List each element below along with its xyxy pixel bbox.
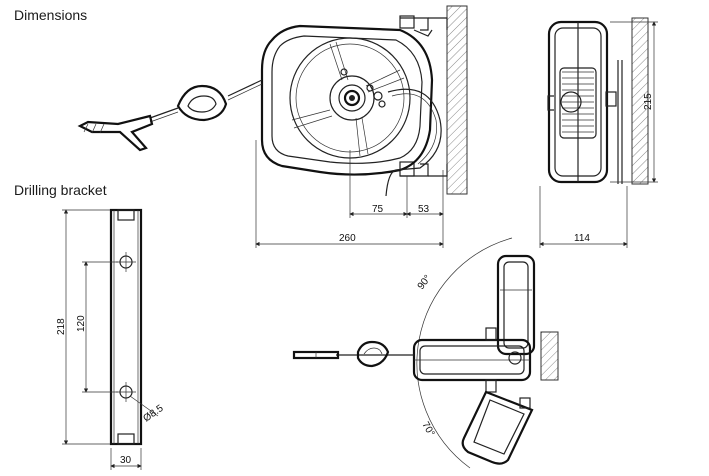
- reel-housing: [260, 24, 434, 176]
- side-view: 114 215: [539, 17, 658, 248]
- cable-clamp: [176, 84, 228, 122]
- dim-260: 260: [339, 233, 356, 244]
- dim-114: 114: [574, 233, 590, 244]
- alligator-clip: [77, 114, 154, 152]
- angle-90: 90°: [416, 273, 434, 292]
- heading-drilling-bracket: Drilling bracket: [14, 182, 107, 198]
- heading-dimensions: Dimensions: [14, 7, 88, 23]
- swivel-view: 90° 70°: [292, 237, 559, 469]
- wall-hatch: [446, 5, 468, 195]
- drilling-bracket-view: 218 120 30 Ø8.5: [56, 208, 166, 470]
- dim-215: 215: [643, 93, 654, 110]
- bracket-plate: [109, 208, 143, 446]
- dim-hole-diameter: Ø8.5: [141, 403, 165, 425]
- angle-70: 70°: [419, 420, 436, 439]
- dim-30: 30: [120, 455, 132, 466]
- dim-75: 75: [372, 204, 384, 215]
- dim-53: 53: [418, 204, 430, 215]
- dim-120: 120: [76, 315, 87, 332]
- dim-218: 218: [56, 318, 67, 335]
- front-view: 75 53 260: [77, 5, 468, 248]
